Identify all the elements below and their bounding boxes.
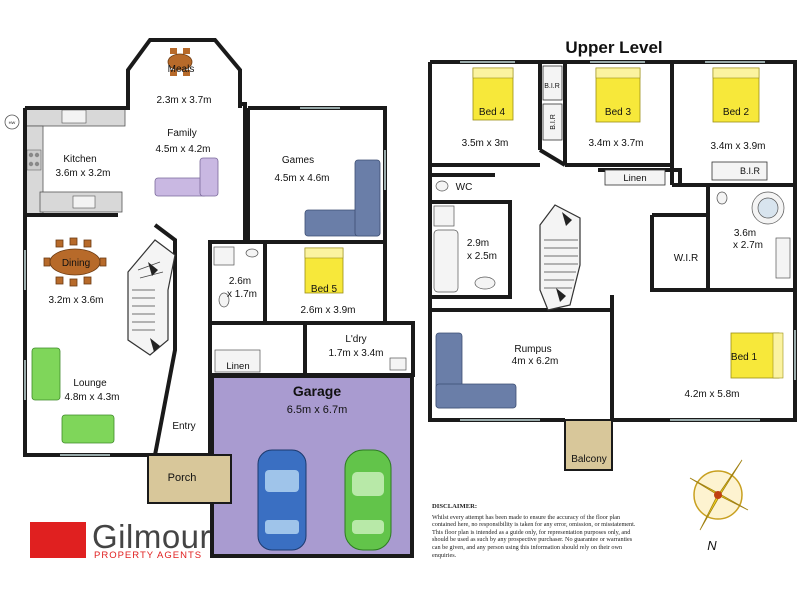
bir-top-label: B.I.R <box>544 83 560 90</box>
rumpus-dim: 4m x 6.2m <box>512 356 559 367</box>
ground-bath-dim1: 2.6m <box>229 276 251 287</box>
windows-ground <box>24 107 386 456</box>
meals-table <box>167 48 193 76</box>
linen-cupboard-ground <box>214 349 261 373</box>
games-sofa <box>304 159 381 237</box>
bed4-furniture <box>472 67 514 121</box>
bed4-label: Bed 4 <box>479 107 506 118</box>
games-label: Games <box>282 155 314 166</box>
family-dim: 4.5m x 4.2m <box>155 144 210 155</box>
bed2-dim: 3.4m x 3.9m <box>710 141 765 152</box>
bed2-label: Bed 2 <box>723 107 750 118</box>
cooktop <box>26 149 42 171</box>
meals-label: Meals <box>168 64 195 75</box>
bir-mid-label: B.I.R <box>550 114 557 130</box>
laundry-dim: 1.7m x 3.4m <box>328 348 383 359</box>
rumpus-sofa <box>435 332 517 409</box>
kitchen-label: Kitchen <box>63 154 96 165</box>
upper-linen <box>604 169 666 186</box>
disclaimer-body: Whilst every attempt has been made to en… <box>432 513 636 559</box>
family-sofa <box>154 157 219 197</box>
garage-label: Garage <box>293 383 341 399</box>
porch <box>147 454 232 504</box>
ground-floor: HW Meals 2.3m x 3.7m Family 4.5m x 4.2m … <box>4 38 415 558</box>
balcony <box>564 419 613 471</box>
ensuite-fixtures <box>716 191 791 279</box>
laundry-tub <box>389 357 407 371</box>
compass-rose: N <box>689 459 749 553</box>
ensuite-dim2: x 2.7m <box>733 240 763 251</box>
family-label: Family <box>167 128 196 139</box>
upper-bath-fixtures <box>433 205 496 293</box>
disclaimer-title: DISCLAIMER: <box>432 503 478 510</box>
ground-bath-fixtures <box>213 246 259 308</box>
upper-floor: Upper Level <box>428 38 797 471</box>
kitchen-dim: 3.6m x 3.2m <box>55 168 110 179</box>
bed3-dim: 3.4m x 3.7m <box>588 138 643 149</box>
ground-bath-dim2: x 1.7m <box>227 289 257 300</box>
bed4-dim: 3.5m x 3m <box>462 138 509 149</box>
kitchen-sink <box>61 109 87 124</box>
wir-label: W.I.R <box>674 253 698 264</box>
upper-level-title: Upper Level <box>565 38 662 57</box>
staircase-upper <box>539 204 581 311</box>
hot-water-symbol <box>4 114 20 130</box>
bed3-label: Bed 3 <box>605 107 632 118</box>
logo-name: Gilmour <box>92 518 212 555</box>
garage-dim: 6.5m x 6.7m <box>287 404 348 416</box>
bir-right <box>711 161 768 181</box>
bed1-furniture <box>730 332 784 379</box>
meals-dim: 2.3m x 3.7m <box>156 95 211 106</box>
north-label: N <box>707 538 717 553</box>
lounge-dim: 4.8m x 4.3m <box>64 392 119 403</box>
ground-linen-label: Linen <box>226 361 249 372</box>
balcony-label: Balcony <box>571 454 607 465</box>
disclaimer: DISCLAIMER: Whilst every attempt has bee… <box>432 503 642 559</box>
upper-bath-dim1: 2.9m <box>467 238 489 249</box>
logo-tagline: PROPERTY AGENTS <box>94 550 203 561</box>
kitchen-sink-island <box>72 195 96 209</box>
bir-top <box>542 65 563 101</box>
windows-upper <box>460 61 796 421</box>
logo-red-square <box>30 522 86 558</box>
gilmour-logo: Gilmour PROPERTY AGENTS <box>30 518 230 562</box>
lounge-label: Lounge <box>73 378 107 389</box>
upper-bath-dim2: x 2.5m <box>467 251 497 262</box>
bed5-dim: 2.6m x 3.9m <box>300 305 355 316</box>
dining-dim: 3.2m x 3.6m <box>48 295 103 306</box>
staircase-ground <box>127 239 176 356</box>
bed1-label: Bed 1 <box>731 352 758 363</box>
bir-mid <box>542 103 563 141</box>
green-car <box>344 449 392 551</box>
wc-toilet <box>435 180 449 192</box>
dining-label: Dining <box>62 258 90 269</box>
bed2-furniture <box>712 67 760 123</box>
games-dim: 4.5m x 4.6m <box>274 173 329 184</box>
laundry-label: L'dry <box>345 334 366 345</box>
bed1-dim: 4.2m x 5.8m <box>684 389 739 400</box>
bed5-furniture <box>304 247 344 294</box>
bed5-label: Bed 5 <box>311 284 338 295</box>
bed3-furniture <box>595 67 641 123</box>
porch-label: Porch <box>168 472 197 484</box>
dining-table <box>43 237 107 287</box>
upper-linen-label: Linen <box>623 173 646 184</box>
ensuite-dim1: 3.6m <box>734 228 756 239</box>
hws-label: HW <box>9 120 16 125</box>
wc-label: WC <box>456 182 473 193</box>
rumpus-label: Rumpus <box>514 344 551 355</box>
entry-label: Entry <box>172 421 195 432</box>
bir-right-label: B.I.R <box>740 166 761 176</box>
blue-car <box>257 449 307 551</box>
lounge-sofas <box>31 347 115 444</box>
